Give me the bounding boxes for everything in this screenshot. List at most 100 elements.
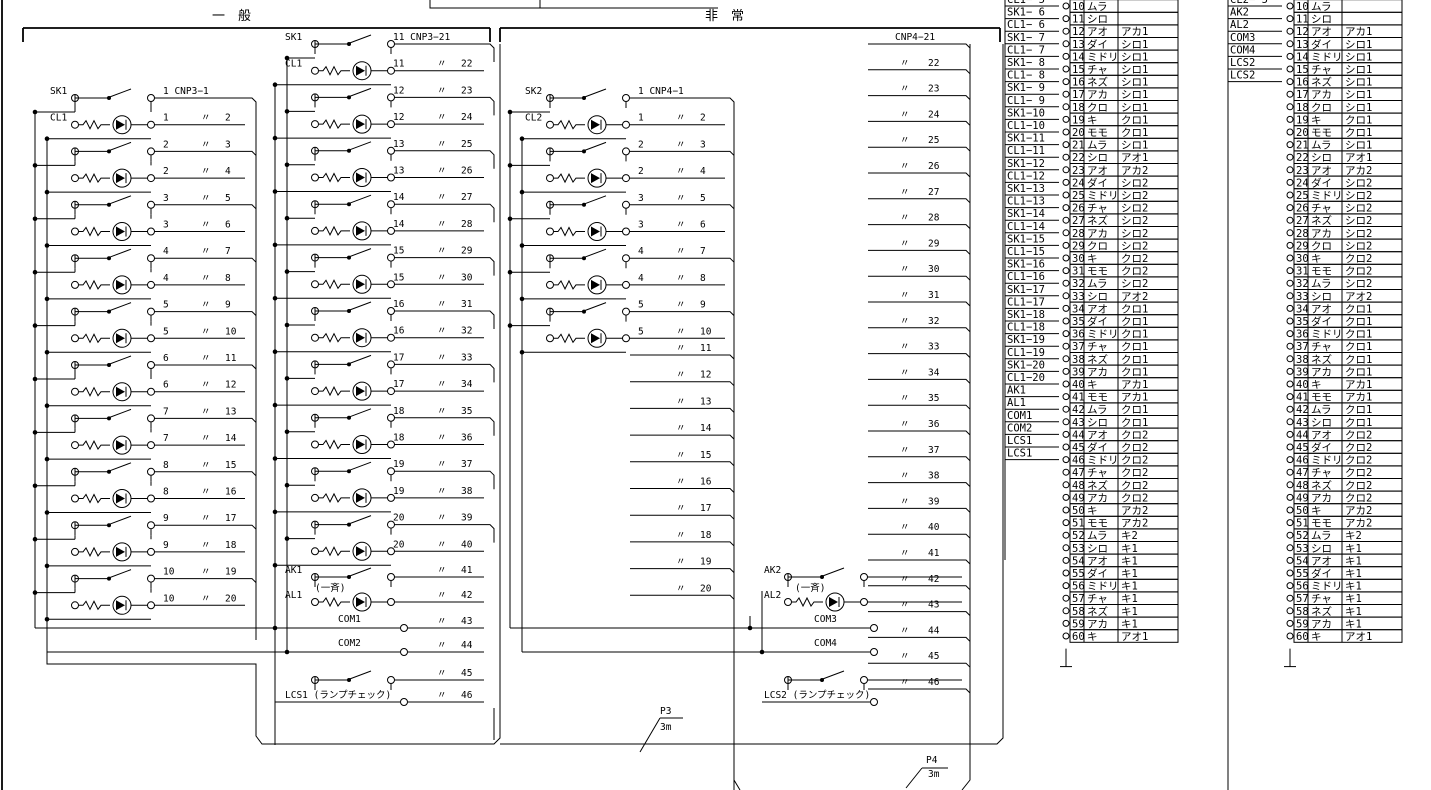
- table1-terminal: [1062, 519, 1070, 527]
- table1-color1: ムラ: [1087, 140, 1107, 152]
- pin-label: 2: [700, 113, 706, 124]
- bus-wire: [962, 172, 971, 189]
- table2-color2: クロ1: [1345, 329, 1372, 341]
- switch-terminal-right: [147, 94, 155, 102]
- ditto-mark: 〃: [676, 326, 686, 337]
- table1-terminal: [1062, 27, 1070, 35]
- switch-pivot-icon: [107, 96, 111, 100]
- table1-color2: クロ2: [1121, 492, 1148, 504]
- pin-label: 4: [700, 166, 706, 177]
- ditto-mark: 〃: [437, 379, 447, 390]
- table2-terminal: [1286, 103, 1294, 111]
- table2-color1: ムラ: [1311, 530, 1331, 542]
- table1-left-label: SK1−19: [1007, 334, 1045, 346]
- pin-label: 17: [225, 513, 236, 524]
- ditto-mark: 〃: [676, 166, 686, 177]
- com3-label: COM3: [814, 614, 837, 625]
- table2-color2: クロ2: [1345, 253, 1372, 265]
- pin-label: 5: [638, 300, 644, 311]
- table1-color2: クロ1: [1121, 316, 1148, 328]
- com4-label: COM4: [814, 638, 837, 649]
- table2-color1: アカ: [1311, 492, 1332, 504]
- pin-label: 3: [638, 220, 644, 231]
- table1-pin: 37: [1072, 341, 1085, 353]
- table2-color1: ムラ: [1311, 278, 1331, 290]
- pin-label: 35: [461, 406, 472, 417]
- diode-icon: [356, 597, 365, 607]
- lamp-terminal-left: [71, 120, 79, 129]
- table1-left-label: COM2: [1007, 422, 1032, 434]
- lamp-terminal-left: [71, 227, 79, 236]
- table2-pin: 28: [1296, 228, 1309, 240]
- pin-label: 22: [461, 59, 472, 70]
- sk-label: SK1: [285, 32, 302, 43]
- table2-color2: キ1: [1345, 606, 1362, 618]
- table2-terminal: [1286, 519, 1294, 527]
- table1-color2: クロ1: [1121, 341, 1148, 353]
- pin-label: 9: [163, 540, 169, 551]
- ditto-mark: 〃: [201, 353, 211, 364]
- table1-left-label: CL1− 7: [1007, 44, 1045, 56]
- ditto-mark: 〃: [201, 513, 211, 524]
- pin-label: 31: [461, 299, 473, 310]
- table2-color1: アカ: [1311, 89, 1332, 101]
- table2-color1: シロ: [1311, 14, 1332, 26]
- table1-left-label: CL1−20: [1007, 372, 1045, 384]
- table1-color1: クロ: [1087, 102, 1108, 114]
- table2-color1: ダイ: [1311, 567, 1332, 580]
- bus-wire: [962, 327, 971, 344]
- table1-color1: モモ: [1087, 266, 1108, 278]
- table2-color2: アカ2: [1345, 165, 1372, 177]
- table1-color2: キ1: [1121, 543, 1138, 555]
- diode-icon: [356, 439, 365, 450]
- table2-left-label: AK2: [1230, 7, 1249, 19]
- lamp-terminal-right: [147, 334, 155, 343]
- table2-terminal: [1286, 430, 1294, 438]
- table2-terminal: [1286, 556, 1294, 564]
- table1-pin: 26: [1072, 203, 1085, 215]
- pin-label: 3: [638, 193, 644, 204]
- ditto-mark: 〃: [900, 393, 910, 404]
- resistor-icon: [79, 439, 110, 451]
- table1-color1: シロ: [1087, 14, 1108, 26]
- resistor-icon: [319, 492, 350, 504]
- bus-wire: [725, 594, 735, 614]
- table1-color2: クロ1: [1121, 127, 1148, 139]
- switch-blade-icon: [581, 88, 607, 99]
- switch-blade-icon: [581, 141, 607, 152]
- table2-color1: ムラ: [1311, 1, 1331, 13]
- pin-label: 41: [928, 548, 940, 559]
- bus-wire: [962, 198, 971, 215]
- table2-color1: ダイ: [1311, 441, 1332, 454]
- lamp-terminal-right: [147, 174, 155, 183]
- table2-color1: キ: [1311, 114, 1322, 126]
- pin-label: 4: [225, 166, 231, 177]
- table2-pin: 42: [1296, 404, 1309, 416]
- table1-left-label: CL1− 9: [1007, 95, 1045, 107]
- lamp-terminal-left: [71, 334, 79, 343]
- switch-blade-icon: [346, 670, 372, 681]
- table2-color1: ミドリ: [1311, 329, 1343, 341]
- table1-left-label: CL1−18: [1007, 322, 1045, 334]
- table1-left-label: CL1−19: [1007, 347, 1045, 359]
- ditto-mark: 〃: [900, 135, 910, 146]
- pin-label: 17: [393, 352, 404, 363]
- ditto-mark: 〃: [201, 567, 211, 578]
- table1-color1: シロ: [1087, 543, 1108, 555]
- bus-wire: [484, 310, 495, 329]
- pin-label: 2: [163, 139, 169, 150]
- ditto-mark: 〃: [900, 548, 910, 559]
- pin-label: 12: [700, 370, 711, 381]
- switch-blade-icon: [346, 248, 372, 259]
- table1-terminal: [1062, 556, 1070, 564]
- table1-pin: 49: [1072, 492, 1085, 504]
- lcs1-label: LCS1 (ランプチェック): [285, 690, 391, 701]
- table2-color1: ムラ: [1311, 404, 1331, 416]
- pin-label: 16: [700, 477, 712, 488]
- ditto-mark: 〃: [437, 219, 447, 230]
- table2-left-label: LCS2: [1230, 70, 1255, 82]
- lamp-terminal-left: [311, 66, 319, 75]
- table1-color1: ミドリ: [1087, 51, 1119, 63]
- switch-terminal-right: [622, 254, 630, 263]
- resistor-icon: [79, 226, 110, 237]
